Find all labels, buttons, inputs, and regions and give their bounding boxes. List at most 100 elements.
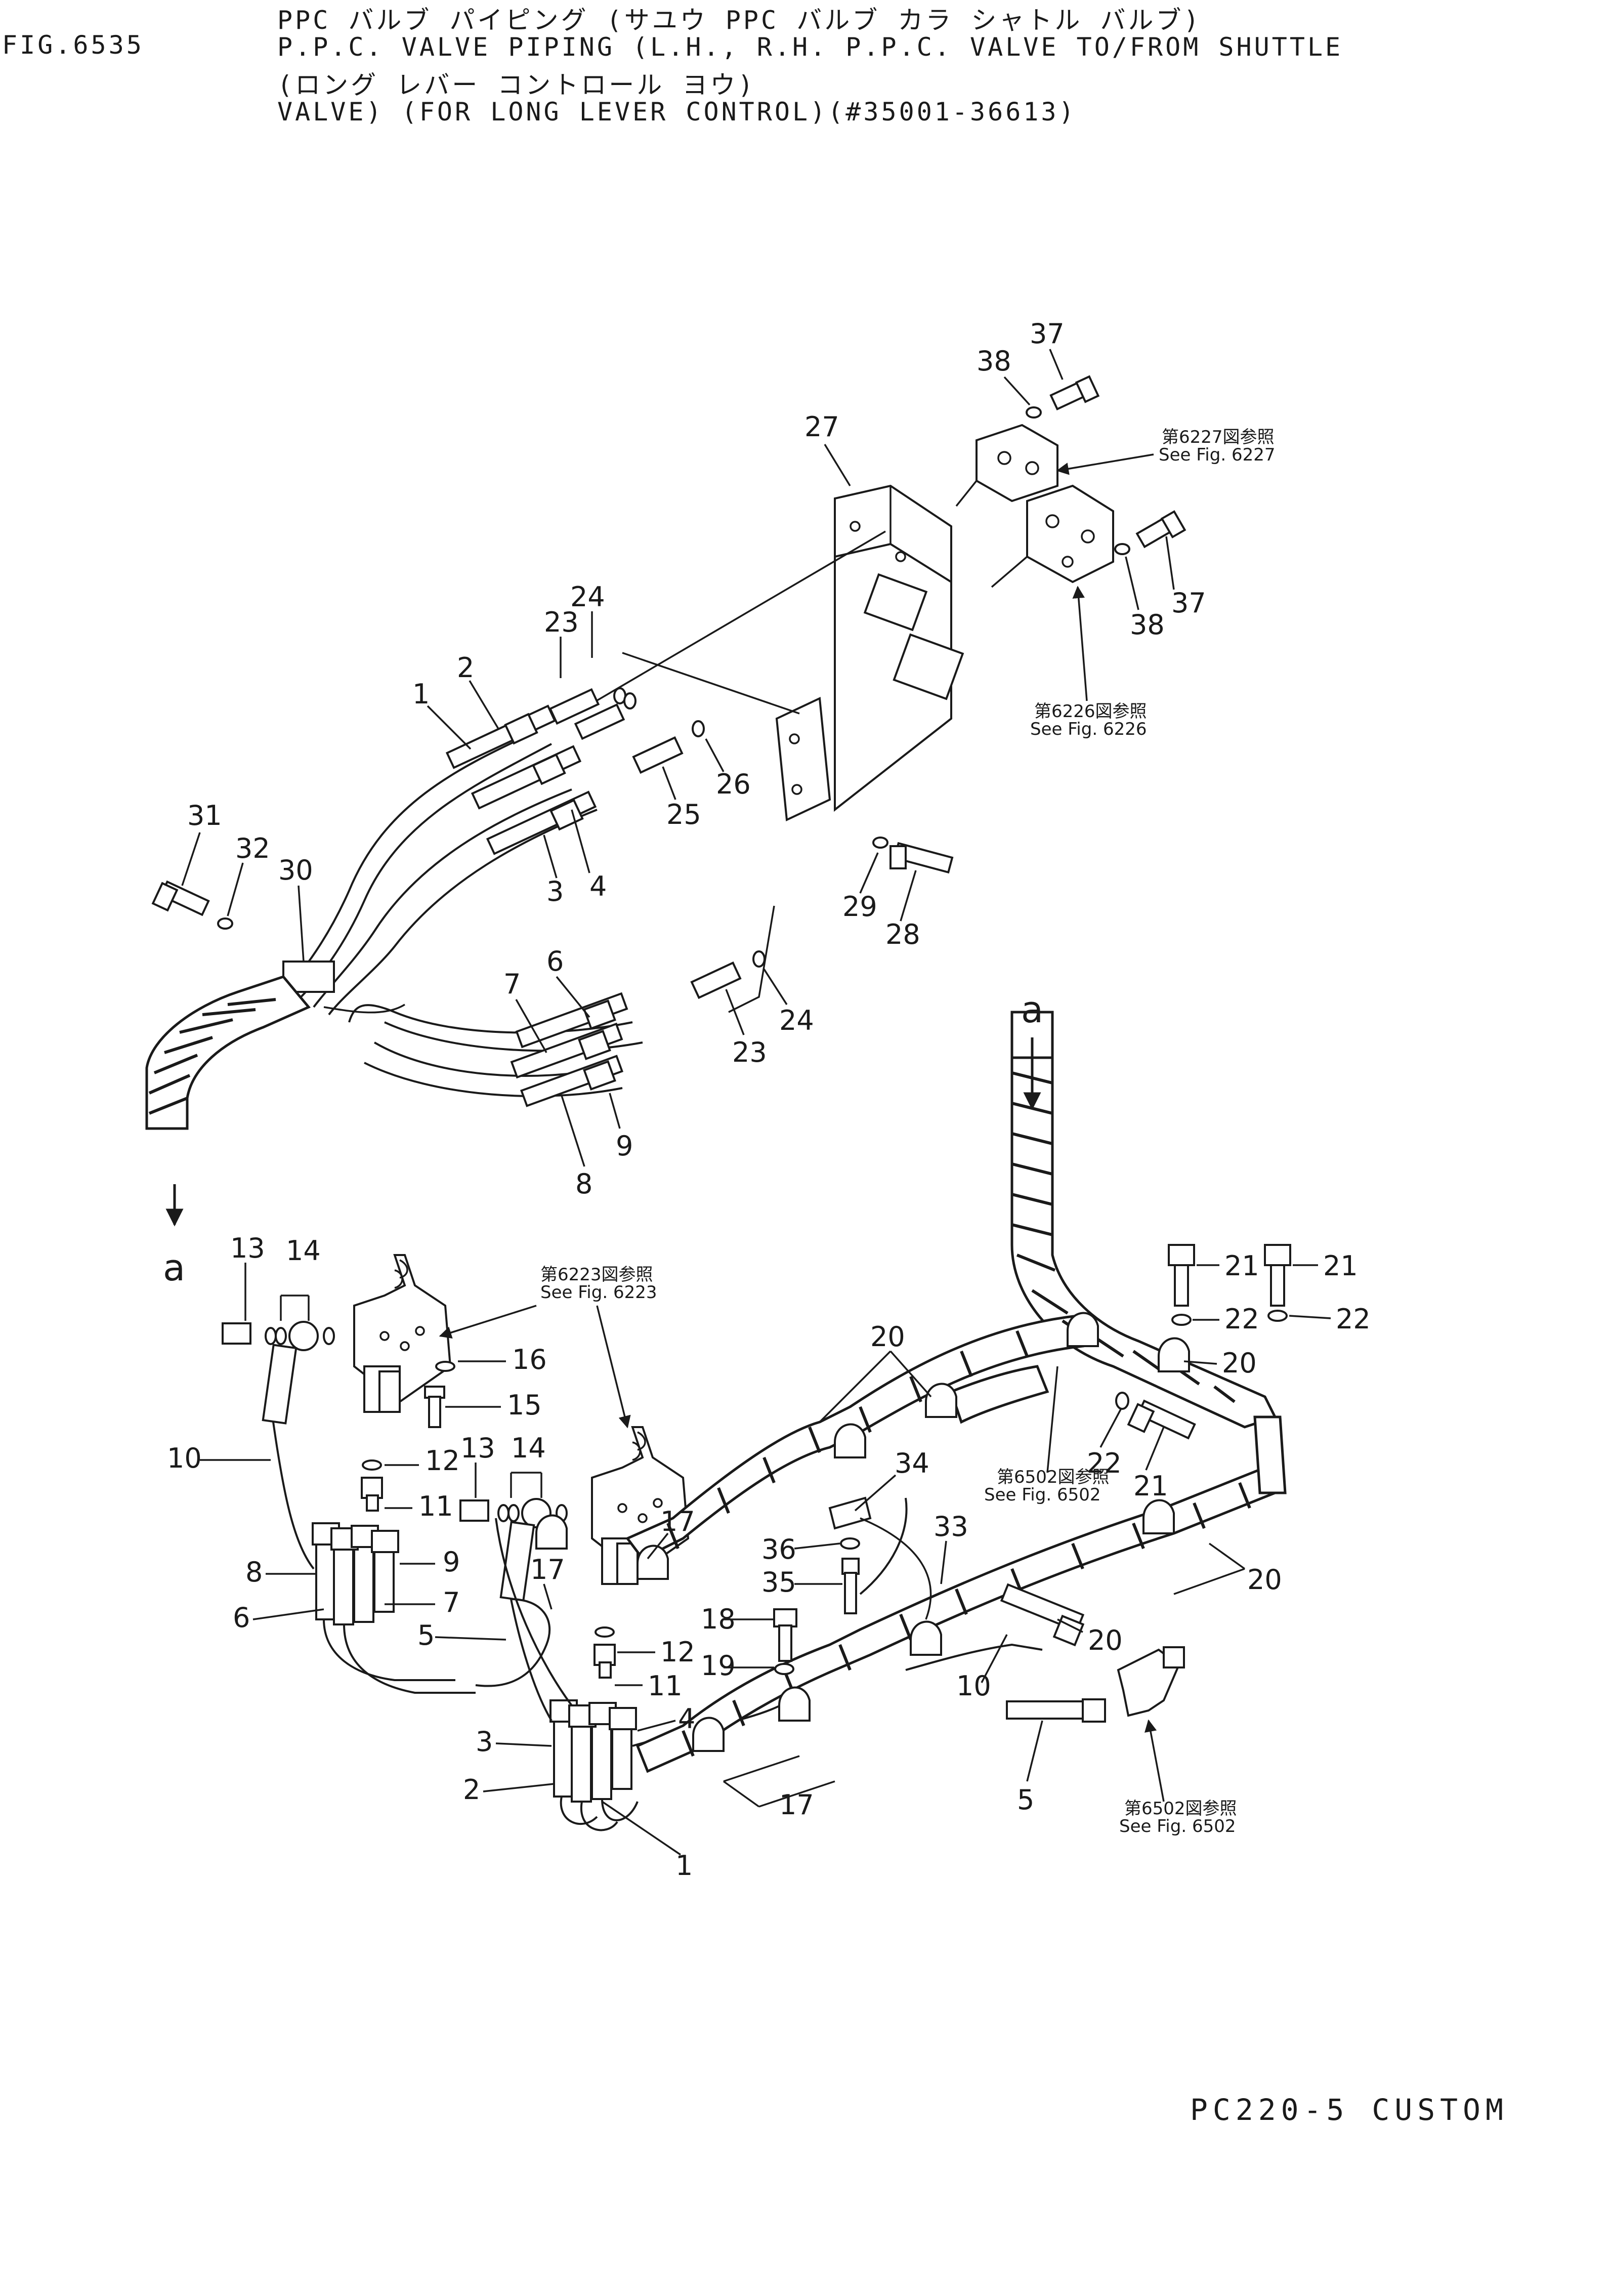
shuttle-valve-lower xyxy=(1026,484,1114,583)
washer-19 xyxy=(774,1663,794,1675)
o-ring-24-lower xyxy=(752,950,766,968)
callout-d35: 35 xyxy=(761,1566,796,1598)
callout-d13b: 13 xyxy=(460,1432,495,1464)
adapter-25 xyxy=(632,736,684,774)
hose-fittings-upper xyxy=(445,704,628,1107)
connector-a-top: a xyxy=(1021,988,1043,1110)
o-ring-16 xyxy=(435,1361,455,1372)
ppc-valve-lh xyxy=(353,1254,452,1413)
callout-d19: 19 xyxy=(701,1650,736,1682)
washer-22-b xyxy=(1267,1310,1288,1322)
label-fig6502b_jp: 第6502図参照 xyxy=(1124,1799,1237,1819)
callout-c31: 31 xyxy=(187,800,222,831)
reference-fig-6226: 第6226図参照 See Fig. 6226 xyxy=(1030,586,1147,739)
callout-d8: 8 xyxy=(245,1556,263,1588)
bolt-21-b xyxy=(1264,1244,1291,1307)
clamps xyxy=(535,1312,1190,1752)
callout-d15: 15 xyxy=(507,1389,542,1421)
callout-d9: 9 xyxy=(443,1546,460,1578)
callout-d33: 33 xyxy=(934,1511,968,1542)
callout-c38a: 38 xyxy=(977,345,1011,377)
callout-c23b: 23 xyxy=(732,1036,767,1068)
label-fig6502b_en: See Fig. 6502 xyxy=(1119,1816,1236,1836)
callout-d12a: 12 xyxy=(425,1445,460,1477)
washer-22-c xyxy=(1115,1392,1129,1410)
spiral-guard-upper xyxy=(145,975,311,1130)
callout-labels: 1 2 23 24 27 38 37 38 37 26 25 31 32 30 … xyxy=(167,318,1371,1882)
callout-c24a: 24 xyxy=(570,581,605,613)
adapter-23-lower xyxy=(690,961,742,999)
bolt-21-a xyxy=(1168,1244,1195,1307)
callout-d2: 2 xyxy=(463,1774,480,1806)
label-top: a xyxy=(1021,988,1043,1031)
title-japanese-line-2: (ロング レバー コントロール ヨウ) xyxy=(277,70,756,100)
callout-d16: 16 xyxy=(512,1344,547,1375)
callout-d4: 4 xyxy=(678,1703,695,1735)
connector-a-bottom: a xyxy=(163,1184,185,1289)
callout-d20c: 20 xyxy=(1247,1564,1282,1596)
callout-d6: 6 xyxy=(233,1602,250,1634)
hose-10-right xyxy=(1000,1583,1085,1647)
bolt-18 xyxy=(773,1608,797,1662)
washer-36 xyxy=(840,1537,860,1550)
callout-d17a: 17 xyxy=(660,1506,695,1537)
o-ring-26 xyxy=(692,720,705,737)
callout-c23a: 23 xyxy=(544,606,579,638)
bolt-21-c xyxy=(1127,1399,1196,1440)
callout-d21b: 21 xyxy=(1323,1250,1358,1282)
callout-d20d: 20 xyxy=(1088,1624,1123,1656)
title-english-line-2: VALVE) (FOR LONG LEVER CONTROL)(#35001-3… xyxy=(277,97,1077,127)
callout-d7: 7 xyxy=(443,1587,460,1618)
callout-d3: 3 xyxy=(476,1726,493,1758)
hose-fitting-cluster-rh xyxy=(549,1699,637,1803)
callout-d22b: 22 xyxy=(1336,1303,1371,1335)
label-fig6502a_en: See Fig. 6502 xyxy=(984,1485,1100,1505)
swivel-elbow-fitting xyxy=(1117,1646,1185,1717)
label-fig6226_jp: 第6226図参照 xyxy=(1034,701,1147,722)
callout-c32: 32 xyxy=(235,832,270,864)
callout-c28: 28 xyxy=(885,919,920,950)
upper-assembly xyxy=(145,375,1186,1130)
label-fig6223_en: See Fig. 6223 xyxy=(540,1282,657,1303)
callout-d21c: 21 xyxy=(1133,1470,1168,1502)
label-fig6227_jp: 第6227図参照 xyxy=(1162,427,1275,447)
model-label: PC220-5 CUSTOM xyxy=(1190,2093,1508,2127)
o-ring-12-lh xyxy=(362,1459,382,1471)
label-fig6227_en: See Fig. 6227 xyxy=(1159,445,1275,465)
callout-c1: 1 xyxy=(412,678,430,710)
callout-d22a: 22 xyxy=(1224,1303,1259,1335)
callout-d21a: 21 xyxy=(1224,1250,1259,1282)
callout-d10a: 10 xyxy=(167,1442,202,1474)
callout-c25: 25 xyxy=(666,799,701,830)
callout-d1: 1 xyxy=(675,1850,693,1882)
bolt-15 xyxy=(424,1386,445,1428)
adapter-23-upper xyxy=(548,688,625,740)
callout-d20b: 20 xyxy=(1222,1347,1257,1379)
callout-c29: 29 xyxy=(842,891,877,923)
adapter-11-rh xyxy=(593,1644,616,1679)
bolt-28 xyxy=(889,842,954,874)
spiral-guard-top-run xyxy=(1010,1011,1054,1059)
callout-c37b: 37 xyxy=(1171,587,1206,619)
callout-d36: 36 xyxy=(761,1533,796,1565)
washer-38-lower xyxy=(1114,543,1130,555)
hose-fitting-cluster-lh xyxy=(312,1522,399,1625)
washer-29 xyxy=(872,837,888,849)
label-fig6502a_jp: 第6502図参照 xyxy=(997,1467,1110,1487)
callout-d34: 34 xyxy=(895,1447,929,1479)
callout-c3: 3 xyxy=(546,875,564,907)
callout-c26: 26 xyxy=(716,768,751,800)
callout-c2: 2 xyxy=(457,652,474,684)
bolt-31 xyxy=(151,880,210,916)
lower-assembly xyxy=(222,1011,1291,1831)
washer-32 xyxy=(217,917,233,930)
adapter-11-lh xyxy=(361,1477,383,1512)
valve-mounting-bracket xyxy=(775,484,964,822)
callout-d5b: 5 xyxy=(1017,1784,1034,1816)
callout-c7: 7 xyxy=(503,968,521,1000)
callout-d12b: 12 xyxy=(660,1636,695,1668)
callout-d11b: 11 xyxy=(648,1670,683,1702)
reference-fig-6502-a: 第6502図参照 See Fig. 6502 xyxy=(984,1366,1110,1505)
callout-d22c: 22 xyxy=(1087,1447,1122,1479)
